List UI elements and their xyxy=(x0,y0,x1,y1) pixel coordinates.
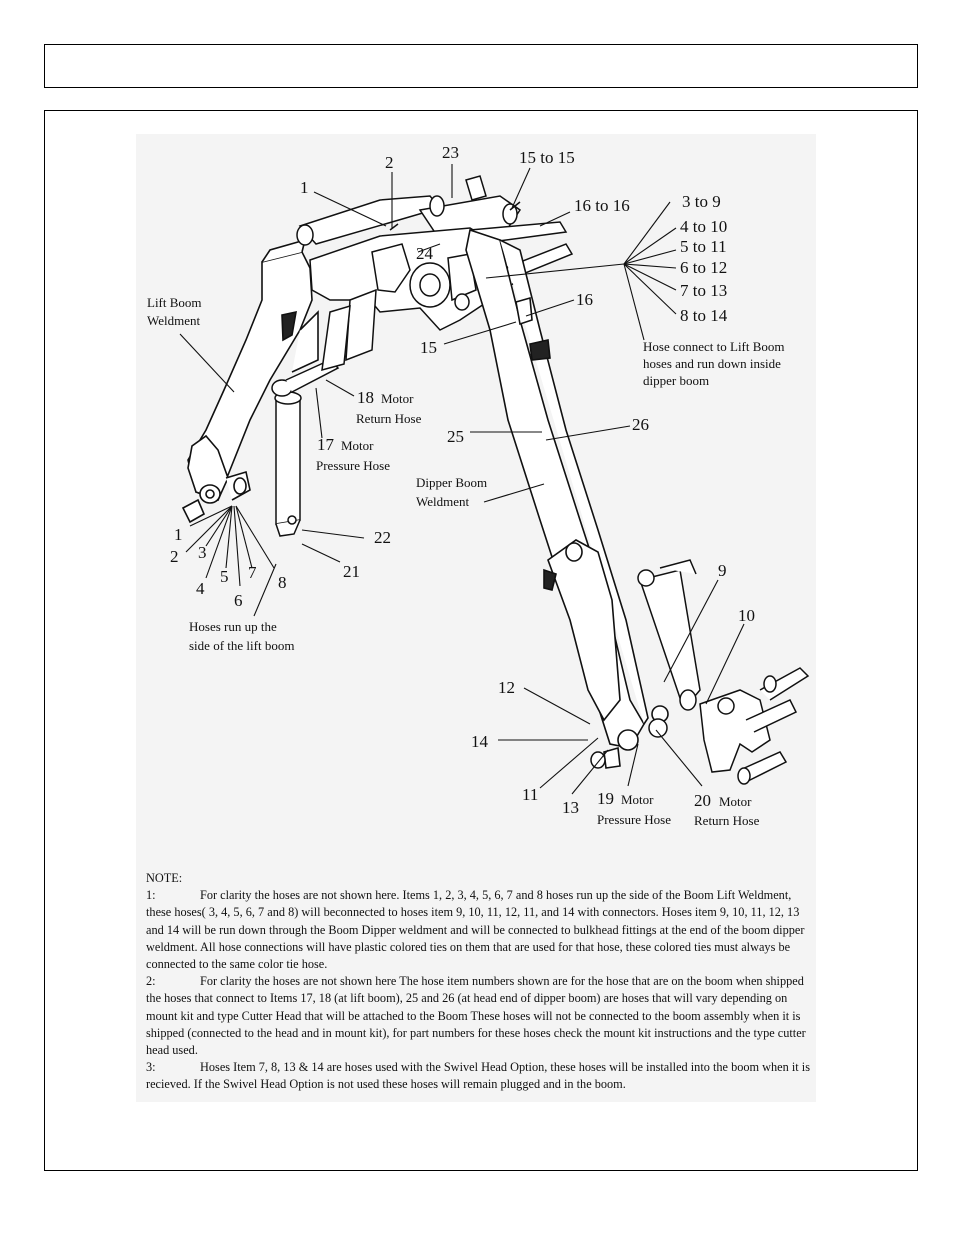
lift-boom-label-line-2: Weldment xyxy=(147,313,200,328)
note-3: 3:Hoses Item 7, 8, 13 & 14 are hoses use… xyxy=(146,1059,814,1093)
label-19-hose: Pressure Hose xyxy=(597,812,671,827)
label-15: 15 xyxy=(420,338,437,357)
label-21: 21 xyxy=(343,562,360,581)
label-5-bottom: 5 xyxy=(220,567,229,586)
note-1: 1:For clarity the hoses are not shown he… xyxy=(146,887,814,973)
label-3-to-9: 3 to 9 xyxy=(682,192,721,211)
label-2-top: 2 xyxy=(385,153,394,172)
label-20: 20 xyxy=(694,791,711,810)
label-17-hose: Pressure Hose xyxy=(316,458,390,473)
hose-connect-line-1: Hose connect to Lift Boom xyxy=(643,339,785,354)
dipper-boom-label-line-1: Dipper Boom xyxy=(416,475,487,490)
hoses-run-line-2: side of the lift boom xyxy=(189,638,294,653)
label-25: 25 xyxy=(447,427,464,446)
label-14: 14 xyxy=(471,732,489,751)
label-7-to-13: 7 to 13 xyxy=(680,281,727,300)
label-18-motor: Motor xyxy=(381,391,414,406)
label-3-bottom: 3 xyxy=(198,543,207,562)
note-2-text: For clarity the hoses are not shown here… xyxy=(146,974,806,1058)
note-3-text: Hoses Item 7, 8, 13 & 14 are hoses used … xyxy=(146,1060,810,1092)
label-20-hose: Return Hose xyxy=(694,813,760,828)
label-4-to-10: 4 to 10 xyxy=(680,217,727,236)
label-22: 22 xyxy=(374,528,391,547)
label-9: 9 xyxy=(718,561,727,580)
label-1-top: 1 xyxy=(300,178,309,197)
note-1-text: For clarity the hoses are not shown here… xyxy=(146,888,805,972)
label-13: 13 xyxy=(562,798,579,817)
label-8-to-14: 8 to 14 xyxy=(680,306,728,325)
label-18: 18 xyxy=(357,388,374,407)
label-12: 12 xyxy=(498,678,515,697)
label-19: 19 xyxy=(597,789,614,808)
label-11: 11 xyxy=(522,785,538,804)
hose-connect-line-2: hoses and run down inside xyxy=(643,356,781,371)
label-24: 24 xyxy=(416,244,434,263)
dipper-boom-label-line-2: Weldment xyxy=(416,494,469,509)
note-3-number: 3: xyxy=(146,1060,156,1075)
label-26: 26 xyxy=(632,415,649,434)
hose-connect-line-3: dipper boom xyxy=(643,373,709,388)
note-1-number: 1: xyxy=(146,888,156,903)
label-17: 17 xyxy=(317,435,335,454)
label-5-to-11: 5 to 11 xyxy=(680,237,727,256)
label-8-bottom: 8 xyxy=(278,573,287,592)
head-linkage-drawing xyxy=(590,667,810,785)
label-10: 10 xyxy=(738,606,755,625)
note-2: 2:For clarity the hoses are not shown he… xyxy=(146,973,814,1059)
label-16-to-16: 16 to 16 xyxy=(574,196,630,215)
main-frame xyxy=(44,110,918,1171)
label-23: 23 xyxy=(442,143,459,162)
leader-lines xyxy=(179,164,745,795)
label-6-to-12: 6 to 12 xyxy=(680,258,727,277)
label-7-bottom: 7 xyxy=(248,563,257,582)
header-box xyxy=(44,44,918,88)
lift-boom-label-line-1: Lift Boom xyxy=(147,295,202,310)
label-16: 16 xyxy=(576,290,593,309)
label-15-to-15: 15 to 15 xyxy=(519,148,575,167)
label-4-bottom: 4 xyxy=(196,579,205,598)
dipper-boom-drawing xyxy=(465,228,669,769)
notes-section: NOTE: 1:For clarity the hoses are not sh… xyxy=(146,870,814,1094)
note-2-number: 2: xyxy=(146,974,156,989)
tilt-cylinder-drawing xyxy=(637,559,701,711)
label-17-motor: Motor xyxy=(341,438,374,453)
label-20-motor: Motor xyxy=(719,794,752,809)
hoses-run-line-1: Hoses run up the xyxy=(189,619,277,634)
label-18-hose: Return Hose xyxy=(356,411,422,426)
notes-heading: NOTE: xyxy=(146,871,183,885)
label-2-bottom: 2 xyxy=(170,547,179,566)
label-1-bottom: 1 xyxy=(174,525,183,544)
lift-boom-weldment-drawing xyxy=(181,238,319,524)
label-6-bottom: 6 xyxy=(234,591,243,610)
callout-labels: 1 2 23 15 to 15 16 to 16 3 to 9 4 to 10 … xyxy=(147,143,785,828)
label-19-motor: Motor xyxy=(621,792,654,807)
